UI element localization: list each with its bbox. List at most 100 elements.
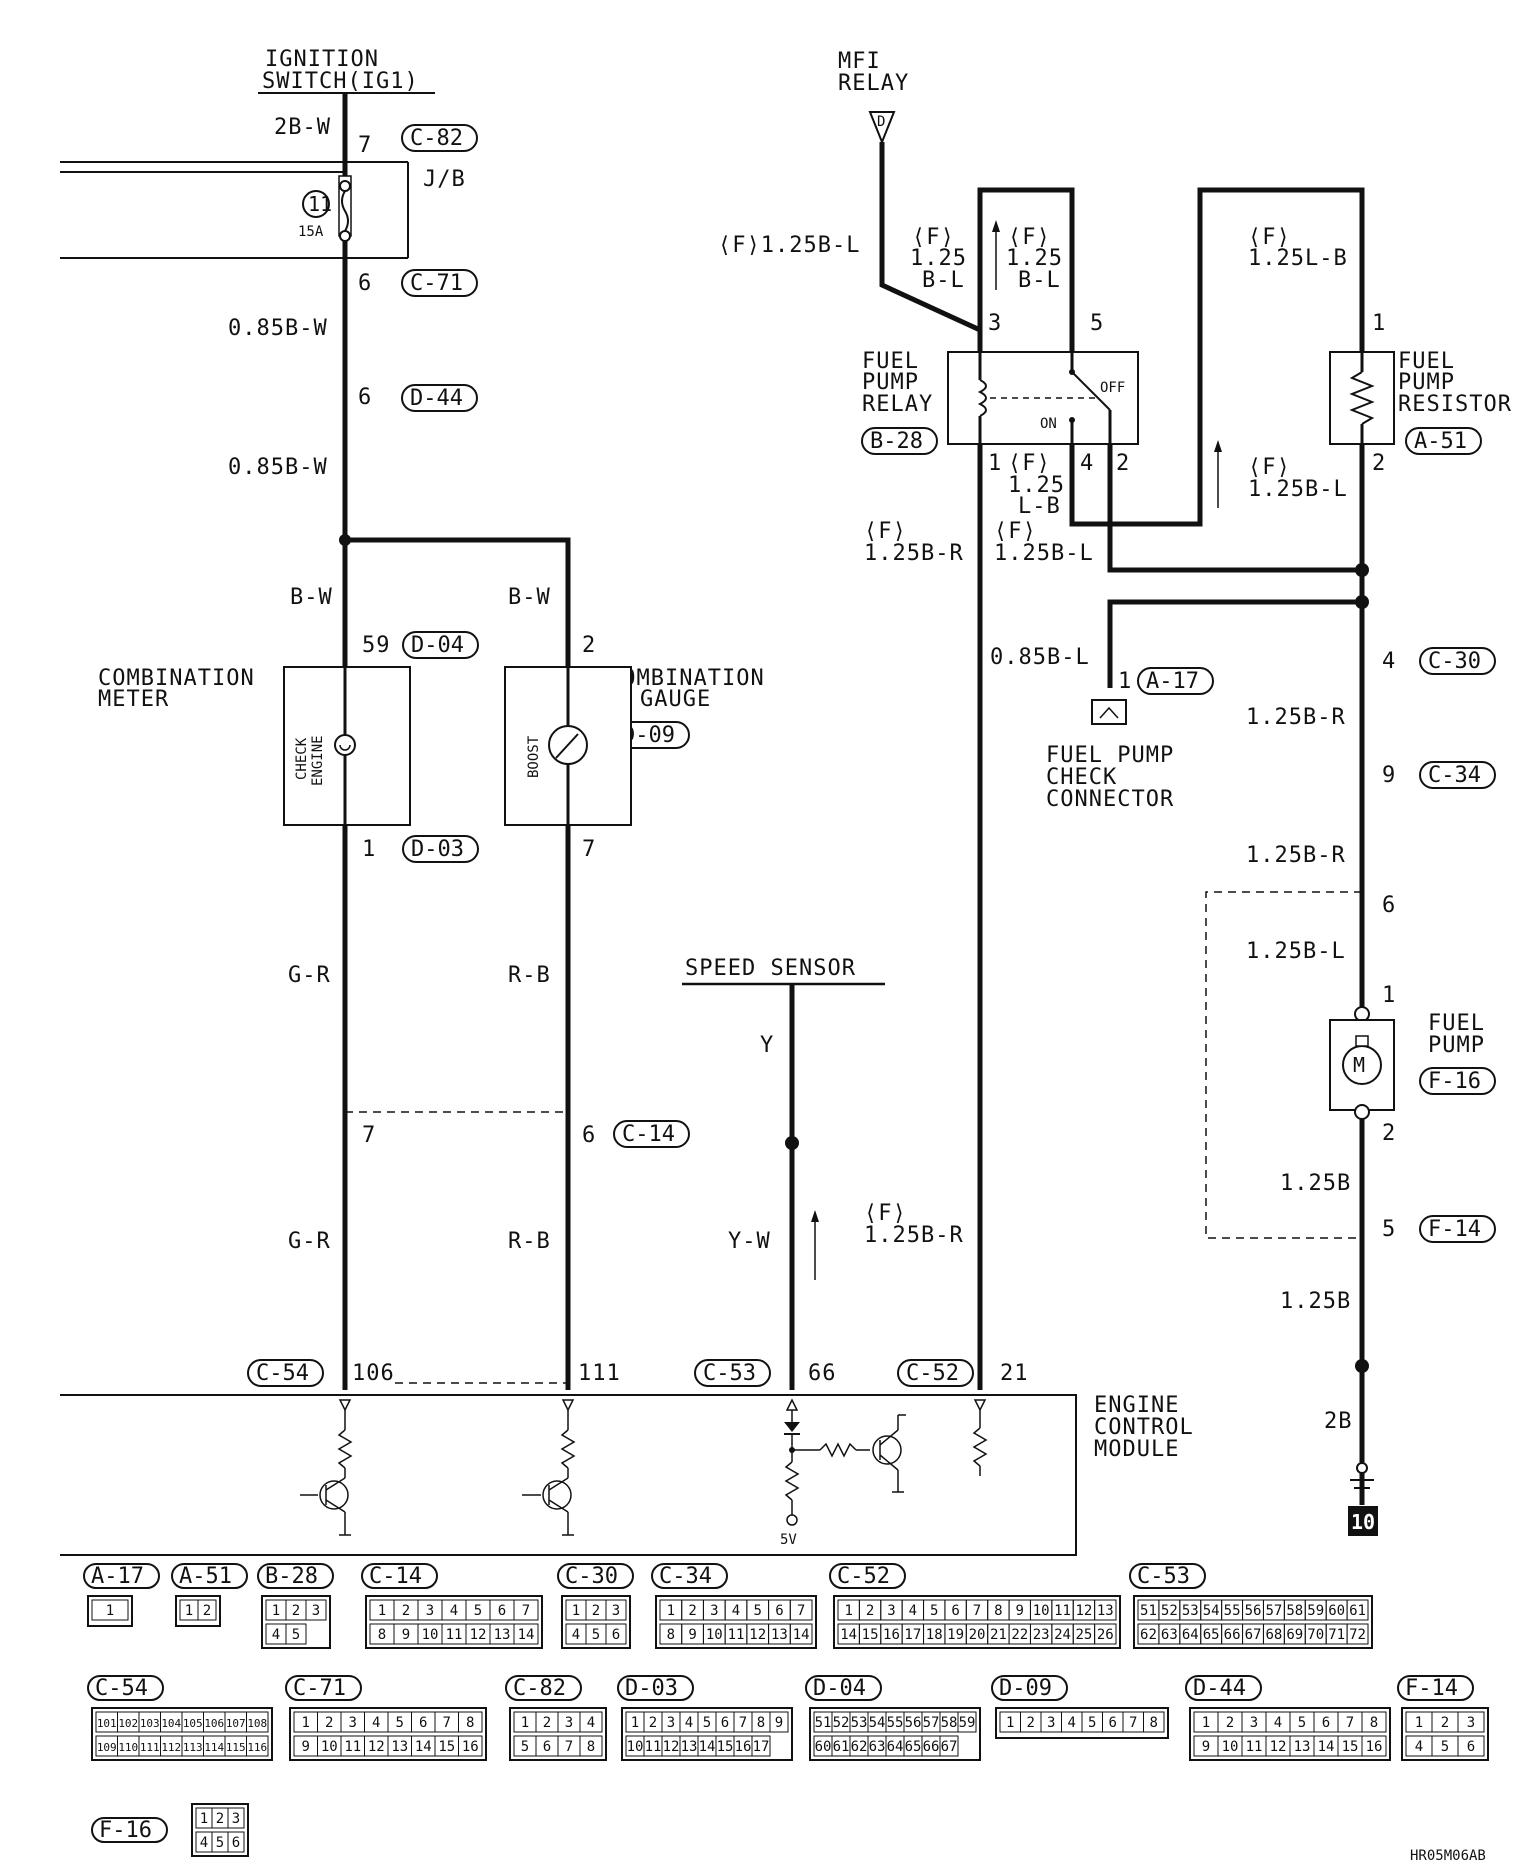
conn-c54: C-54 (247, 1359, 324, 1387)
legend-cell: 65 (905, 1739, 922, 1755)
legend-cell: 1 (521, 1715, 529, 1731)
legend-cell: 16 (735, 1739, 752, 1755)
legend-cell: 66 (923, 1739, 940, 1755)
legend-cell: 21 (990, 1627, 1007, 1643)
legend-cell: 6 (1467, 1739, 1475, 1755)
legend-cell: 3 (312, 1603, 320, 1619)
wire-085bl: 0.85B-L (990, 645, 1090, 670)
wire-125br-2: 1.25B-R (1246, 843, 1346, 868)
conn-f16: F-16 (1419, 1067, 1496, 1095)
legend-cell: 2 (592, 1603, 600, 1619)
wire-2b: 2B (1324, 1409, 1353, 1434)
legend-cell: 2 (325, 1715, 333, 1731)
pin-4: 4 (1080, 451, 1094, 476)
legend-cell: 15 (717, 1739, 734, 1755)
legend-cell: 12 (368, 1739, 385, 1755)
legend-cell: 72 (1349, 1627, 1366, 1643)
legend-id: D-03 (625, 1676, 678, 1701)
conn-c53: C-53 (694, 1359, 771, 1387)
mfi-terminal: D (877, 114, 885, 130)
legend-cell: 6 (1322, 1715, 1330, 1731)
legend-cell: 61 (833, 1739, 850, 1755)
check-conn-title-2: CHECK (1046, 765, 1117, 790)
legend-cell: 10 (321, 1739, 338, 1755)
legend-cell: 51 (1140, 1603, 1157, 1619)
legend-cell: 55 (887, 1715, 904, 1731)
check-engine-1: CHECK (294, 737, 310, 780)
legend-cell: 14 (518, 1627, 535, 1643)
conn-a17: A-17 (1137, 667, 1214, 695)
pin-6d: 6 (1382, 893, 1396, 918)
legend-cell: 113 (183, 1741, 203, 1754)
ignition-label: IGNITION (265, 47, 379, 72)
legend-cell: 5 (1088, 1715, 1096, 1731)
wire-f125br-b1: ⟨F⟩ (864, 1201, 907, 1226)
legend-id: A-17 (91, 1564, 144, 1589)
wire-f125bl-r1: ⟨F⟩ (1248, 455, 1291, 480)
legend-cell: 67 (941, 1739, 958, 1755)
legend-cell: 103 (140, 1717, 160, 1730)
legend-cell: 105 (183, 1717, 203, 1730)
legend-cell: 1 (1415, 1715, 1423, 1731)
wire-2bw: 2B-W (274, 115, 331, 140)
legend-cell: 2 (649, 1715, 657, 1731)
wire-f125bl-b1: ⟨F⟩ (1008, 225, 1051, 250)
pin-1c: 1 (1372, 311, 1386, 336)
pin-2d: 2 (1382, 1121, 1396, 1146)
wire-f125bl-b3: B-L (1018, 268, 1061, 293)
svg-text:D-04: D-04 (411, 633, 464, 658)
combination-meter: COMBINATION METER CHECK ENGINE (98, 666, 411, 826)
conn-c34: C-34 (1419, 761, 1496, 789)
legend-cell: 2 (866, 1603, 874, 1619)
mfi-label: MFI (838, 49, 881, 74)
legend-cell: 115 (226, 1741, 246, 1754)
legend-cell: 19 (947, 1627, 964, 1643)
wire-f125br-1: ⟨F⟩ (864, 519, 907, 544)
legend-connector-a-17: A-171 (83, 1563, 160, 1627)
legend-cell: 55 (1224, 1603, 1241, 1619)
wire-f125lb2-2: 1.25 (1008, 473, 1065, 498)
svg-text:C-82: C-82 (410, 126, 463, 151)
wire-bw-1: B-W (290, 585, 333, 610)
ground-number: 10 (1351, 1510, 1375, 1534)
legend-cell: 7 (797, 1603, 805, 1619)
legend-cell: 12 (1270, 1739, 1287, 1755)
legend-id: C-71 (293, 1676, 346, 1701)
svg-text:D-44: D-44 (410, 386, 463, 411)
legend-cell: 62 (851, 1739, 868, 1755)
wire-yw: Y-W (728, 1229, 771, 1254)
legend-cell: 11 (344, 1739, 361, 1755)
legend-cell: 2 (216, 1811, 224, 1827)
legend-cell: 2 (203, 1603, 211, 1619)
legend-cell: 14 (840, 1627, 857, 1643)
meter-title-1: COMBINATION (98, 666, 255, 691)
legend-cell: 4 (450, 1603, 458, 1619)
legend-cell: 8 (1150, 1715, 1158, 1731)
legend-cell: 61 (1349, 1603, 1366, 1619)
wire-f125bl-c1: ⟨F⟩ (994, 519, 1037, 544)
switch-ig1-label: SWITCH(IG1) (262, 69, 419, 94)
fpr-title-3: RELAY (862, 392, 933, 417)
legend-cell: 6 (543, 1739, 551, 1755)
legend-cell: 111 (140, 1741, 160, 1754)
legend-cell: 114 (204, 1741, 224, 1754)
legend-cell: 102 (118, 1717, 138, 1730)
legend-cell: 15 (1342, 1739, 1359, 1755)
legend-id: D-44 (1193, 1676, 1246, 1701)
legend-cell: 60 (1328, 1603, 1345, 1619)
legend-cell: 71 (1328, 1627, 1345, 1643)
legend-cell: 23 (1033, 1627, 1050, 1643)
svg-text:C-34: C-34 (1428, 763, 1481, 788)
legend-cell: 4 (685, 1715, 693, 1731)
legend-cell: 110 (118, 1741, 138, 1754)
legend-cell: 51 (815, 1715, 832, 1731)
legend-cell: 8 (667, 1627, 675, 1643)
legend-cell: 67 (1245, 1627, 1262, 1643)
fpr-title-1: FUEL (862, 349, 919, 374)
legend-cell: 7 (1346, 1715, 1354, 1731)
legend-cell: 1 (1202, 1715, 1210, 1731)
mfi-relay: MFI RELAY D (838, 49, 908, 145)
